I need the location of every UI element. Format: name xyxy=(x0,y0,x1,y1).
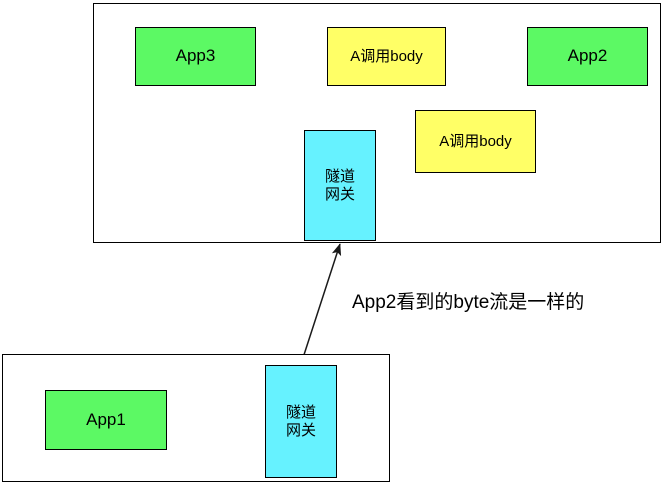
node-tunnel-gateway-bottom[interactable]: 隧道 网关 xyxy=(265,365,337,478)
node-a-call-body-top[interactable]: A调用body xyxy=(327,27,446,86)
node-tunnel-gateway-top[interactable]: 隧道 网关 xyxy=(304,130,376,241)
node-app3[interactable]: App3 xyxy=(135,27,256,86)
edge-bottomgw-to-topgw xyxy=(300,243,342,365)
label-byte-stream-note: App2看到的byte流是一样的 xyxy=(352,292,585,313)
node-a-call-body-middle[interactable]: A调用body xyxy=(415,110,536,173)
node-app2[interactable]: App2 xyxy=(527,27,648,86)
node-app1[interactable]: App1 xyxy=(45,390,167,450)
